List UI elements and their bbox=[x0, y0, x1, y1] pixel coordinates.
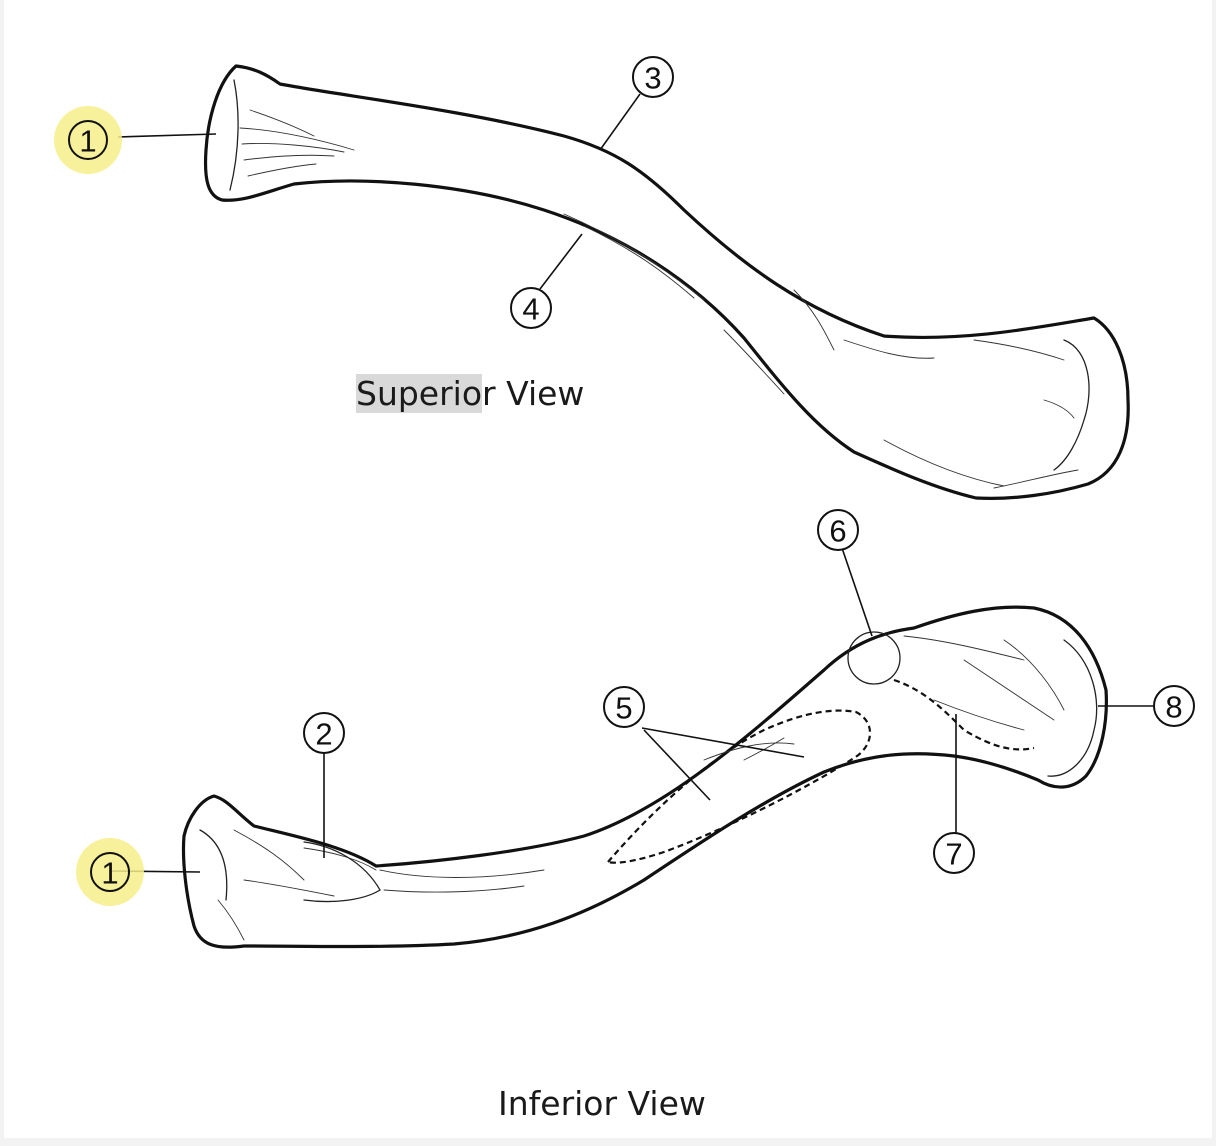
marker-label: 1 bbox=[101, 856, 118, 891]
highlight-circle bbox=[76, 838, 144, 906]
marker-inf-1: 1 bbox=[76, 838, 144, 906]
inferior-view-bone bbox=[181, 605, 1108, 949]
caption-highlighted-part: Superio bbox=[356, 374, 483, 413]
marker-sup-4: 4 bbox=[510, 287, 552, 329]
marker-label: 2 bbox=[315, 717, 332, 752]
marker-label: 3 bbox=[644, 61, 661, 96]
diagram-canvas: 1 3 4 1 2 5 6 7 8 Superior View Inferior… bbox=[4, 0, 1212, 1138]
marker-inf-6: 6 bbox=[817, 509, 859, 551]
marker-label: 4 bbox=[522, 292, 539, 327]
marker-inf-5: 5 bbox=[603, 686, 645, 728]
superior-view-bone bbox=[203, 64, 1130, 500]
caption-rest-part: r View bbox=[482, 374, 585, 413]
marker-inf-2: 2 bbox=[303, 712, 345, 754]
marker-label: 1 bbox=[79, 124, 96, 159]
marker-sup-3: 3 bbox=[632, 56, 674, 98]
marker-inf-8: 8 bbox=[1153, 685, 1195, 727]
highlight-circle bbox=[54, 106, 122, 174]
marker-inf-7: 7 bbox=[933, 832, 975, 874]
inferior-view-caption: Inferior View bbox=[498, 1084, 706, 1123]
marker-label: 6 bbox=[829, 514, 846, 549]
superior-view-caption: Superior View bbox=[356, 374, 584, 413]
clavicle-diagram: 1 3 4 1 2 5 6 7 8 bbox=[54, 56, 1195, 949]
marker-sup-1: 1 bbox=[54, 106, 122, 174]
marker-label: 5 bbox=[615, 691, 632, 726]
marker-label: 7 bbox=[945, 837, 962, 872]
marker-label: 8 bbox=[1165, 690, 1182, 725]
